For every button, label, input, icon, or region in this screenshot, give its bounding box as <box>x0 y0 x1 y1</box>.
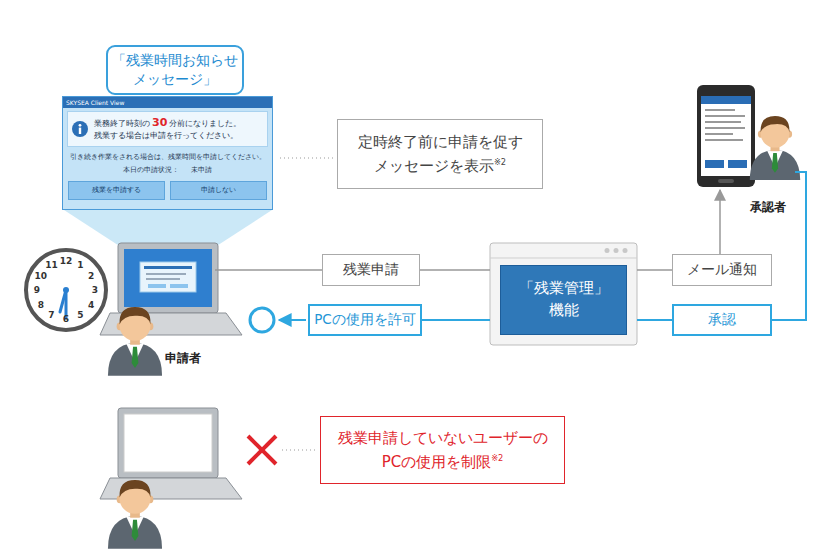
box-text: 承認 <box>678 311 766 329</box>
clock-number: 6 <box>63 314 69 324</box>
message-text: 分前になりました。 <box>169 119 241 128</box>
callout-box: 「残業時間お知らせ メッセージ」 <box>106 45 244 95</box>
clock-number: 7 <box>48 310 54 320</box>
status-box: PCの使用を許可 <box>308 304 422 336</box>
dialog-button: 残業を申請する <box>68 181 165 200</box>
instruction-text: 引き続き作業をされる場合は、残業時間を申請してください。 <box>63 153 272 162</box>
phone <box>697 85 755 187</box>
connector <box>422 319 490 321</box>
status-label: 本日の申請状況： <box>123 166 179 174</box>
status-value: 未申請 <box>191 166 212 174</box>
applicant: 申請者 <box>100 240 215 378</box>
connector <box>637 269 672 271</box>
clock-number: 8 <box>38 300 44 310</box>
deny-cross <box>248 436 276 464</box>
message-text: 業務終了時刻の30分前になりました。残業する場合は申請を行ってください。 <box>94 116 241 142</box>
box-text: PCの使用を許可 <box>314 311 416 329</box>
window-title: SKYSEA Client View <box>63 97 272 108</box>
box-text: 「残業時間お知らせ メッセージ」 <box>111 51 239 89</box>
box-text: 申請しない <box>171 186 266 195</box>
footnote-mark: ※2 <box>491 453 503 463</box>
dialog-button: 申請しない <box>170 181 267 200</box>
box-text: 残業を申請する <box>69 186 164 195</box>
user-figure <box>108 480 162 549</box>
info-icon <box>72 121 88 137</box>
clock-number: 10 <box>35 271 48 281</box>
status-row: 本日の申請状況： 未申請 <box>63 166 272 175</box>
clock-number: 2 <box>88 271 94 281</box>
clock-number: 1 <box>77 260 83 270</box>
applicant-figure <box>108 307 162 376</box>
message-line: 業務終了時刻の30分前になりました。 <box>94 116 241 131</box>
box-text: 定時終了前に申請を促す メッセージを表示※2 <box>350 130 530 178</box>
process-box: 残業申請 <box>322 254 420 286</box>
warning-box: 残業申請していないユーザーの PCの使用を制限※2 <box>320 416 565 484</box>
message-text: 業務終了時刻の <box>94 119 150 128</box>
system-window: 「残業管理」 機能 <box>490 243 637 345</box>
clock-number: 11 <box>45 260 58 270</box>
box-text: 残業申請 <box>327 261 415 279</box>
role-label: 承認者 <box>750 199 786 216</box>
browser-frame <box>490 243 637 345</box>
connector <box>637 319 672 321</box>
connector <box>719 190 721 254</box>
process-box: メール通知 <box>672 254 772 286</box>
minutes-number: 30 <box>150 116 169 129</box>
connector <box>215 269 322 271</box>
box-text: 残業申請していないユーザーの PCの使用を制限 <box>338 429 548 471</box>
laptop <box>100 408 242 499</box>
clock-number: 3 <box>92 285 98 295</box>
connector <box>420 269 490 271</box>
connector <box>772 172 806 320</box>
dialog-window: SKYSEA Client View業務終了時刻の30分前になりました。残業する… <box>62 96 273 210</box>
button-row: 残業を申請する申請しない <box>68 181 267 200</box>
approver: 承認者 <box>695 85 795 190</box>
allowed-circle <box>250 308 306 332</box>
message-text: 残業する場合は申請を行ってください。 <box>94 131 241 142</box>
clock-number: 4 <box>88 300 94 310</box>
box-text: 残業申請していないユーザーの PCの使用を制限※2 <box>329 426 556 474</box>
role-label: 申請者 <box>165 350 201 367</box>
function-label: 「残業管理」 機能 <box>500 265 627 335</box>
message-panel: 業務終了時刻の30分前になりました。残業する場合は申請を行ってください。 <box>67 111 268 147</box>
approver-figure <box>750 116 800 180</box>
box-text: メール通知 <box>677 261 767 279</box>
footnote-mark: ※2 <box>494 157 506 167</box>
clock-number: 12 <box>60 256 73 266</box>
status-box: 承認 <box>672 304 772 336</box>
clock-number: 5 <box>77 310 83 320</box>
clock <box>26 250 106 330</box>
box-text: 定時終了前に申請を促す メッセージを表示 <box>358 133 523 175</box>
note-box: 定時終了前に申請を促す メッセージを表示※2 <box>337 119 543 189</box>
clock-number: 9 <box>34 285 40 295</box>
